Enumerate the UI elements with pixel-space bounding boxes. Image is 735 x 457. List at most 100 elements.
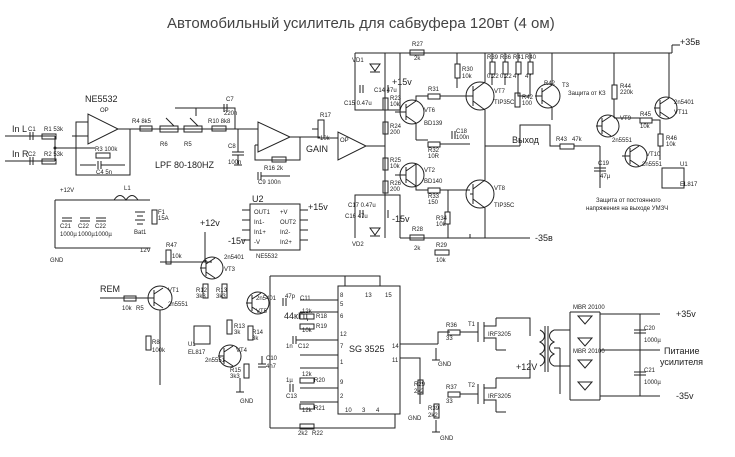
svg-text:C22: C22 bbox=[95, 224, 107, 230]
svg-text:C12: C12 bbox=[298, 344, 310, 350]
svg-text:VT8: VT8 bbox=[494, 186, 506, 192]
rem-label: REM bbox=[100, 284, 120, 294]
u1b-label: U1 bbox=[188, 342, 196, 348]
svg-text:2n5401: 2n5401 bbox=[224, 255, 245, 261]
svg-text:R39: R39 bbox=[428, 406, 440, 412]
svg-text:2k: 2k bbox=[414, 246, 421, 252]
svg-text:47k: 47k bbox=[572, 137, 583, 143]
svg-text:R31: R31 bbox=[428, 87, 440, 93]
u2-label: U2 bbox=[252, 194, 264, 204]
svg-text:R44: R44 bbox=[620, 84, 632, 90]
svg-text:R36: R36 bbox=[500, 55, 512, 61]
svg-text:4n7: 4n7 bbox=[266, 364, 277, 370]
u2-part-label: NE5532 bbox=[256, 254, 278, 260]
svg-text:OP: OP bbox=[340, 138, 349, 144]
schematic-title: Автомобильный усилитель для сабвуфера 12… bbox=[167, 15, 555, 32]
svg-text:12k: 12k bbox=[302, 408, 313, 414]
svg-text:C21: C21 bbox=[60, 224, 72, 230]
svg-text:R25: R25 bbox=[390, 158, 402, 164]
svg-text:VT9: VT9 bbox=[620, 116, 632, 122]
svg-text:R46: R46 bbox=[666, 136, 678, 142]
svg-text:T2: T2 bbox=[468, 383, 476, 389]
svg-text:VT2: VT2 bbox=[424, 168, 436, 174]
svg-text:33: 33 bbox=[446, 399, 453, 405]
svg-text:VT4: VT4 bbox=[236, 348, 248, 354]
svg-text:220k: 220k bbox=[620, 90, 634, 96]
input-right-label: In R bbox=[12, 149, 29, 159]
svg-text:2: 2 bbox=[340, 394, 344, 400]
svg-text:R1 53k: R1 53k bbox=[44, 127, 64, 133]
svg-text:C7: C7 bbox=[226, 97, 234, 103]
svg-text:VT7: VT7 bbox=[494, 89, 506, 95]
plus35v-rail-label: +35в bbox=[680, 37, 700, 47]
svg-text:4: 4 bbox=[376, 408, 380, 414]
svg-text:6: 6 bbox=[340, 314, 344, 320]
svg-text:10k: 10k bbox=[640, 124, 651, 130]
svg-text:R18: R18 bbox=[316, 314, 328, 320]
svg-text:100k: 100k bbox=[152, 348, 166, 354]
sg3525-label: SG 3525 bbox=[349, 344, 385, 354]
svg-text:VT10: VT10 bbox=[646, 152, 661, 158]
svg-text:R32: R32 bbox=[428, 148, 440, 154]
svg-text:BD140: BD140 bbox=[424, 179, 443, 185]
svg-text:10k: 10k bbox=[436, 222, 447, 228]
svg-text:47: 47 bbox=[525, 74, 532, 80]
svg-text:R21: R21 bbox=[314, 406, 326, 412]
svg-text:R22: R22 bbox=[312, 431, 324, 437]
svg-text:10k: 10k bbox=[302, 328, 313, 334]
dc-protection-label-2: напряжения на выходе УМЗЧ bbox=[586, 206, 668, 212]
svg-text:GND: GND bbox=[438, 362, 452, 368]
svg-text:3k: 3k bbox=[234, 330, 241, 336]
svg-text:R45: R45 bbox=[640, 112, 652, 118]
power-supply-label: Питание bbox=[664, 346, 700, 356]
svg-text:220n: 220n bbox=[224, 111, 237, 117]
u2-minus15v-label: -15v bbox=[228, 236, 246, 246]
svg-text:200: 200 bbox=[390, 130, 401, 136]
svg-text:10: 10 bbox=[345, 408, 352, 414]
output-label: Выход bbox=[512, 135, 540, 145]
battery-label: Bat1 bbox=[134, 230, 147, 236]
svg-text:R33: R33 bbox=[428, 194, 440, 200]
svg-text:R42: R42 bbox=[544, 81, 556, 87]
plus12v-transformer-label: +12V bbox=[516, 362, 537, 372]
svg-text:C22: C22 bbox=[78, 224, 90, 230]
svg-text:VT3: VT3 bbox=[224, 267, 236, 273]
svg-text:C11: C11 bbox=[300, 296, 311, 302]
svg-text:1µ: 1µ bbox=[286, 378, 293, 384]
svg-text:T3: T3 bbox=[562, 83, 570, 89]
svg-text:-V: -V bbox=[254, 240, 260, 246]
svg-text:C8: C8 bbox=[228, 144, 236, 150]
svg-text:In2-: In2- bbox=[280, 230, 290, 236]
svg-text:10k: 10k bbox=[320, 136, 331, 142]
svg-text:2n5401: 2n5401 bbox=[674, 100, 695, 106]
svg-text:R39: R39 bbox=[487, 55, 499, 61]
svg-text:VT6: VT6 bbox=[424, 108, 436, 114]
svg-text:33: 33 bbox=[446, 336, 453, 342]
lpf-label: LPF 80-180HZ bbox=[155, 160, 215, 170]
svg-text:In1-: In1- bbox=[254, 220, 264, 226]
plus35v-output-label: +35v bbox=[676, 309, 696, 319]
svg-text:7: 7 bbox=[340, 344, 344, 350]
svg-text:R13: R13 bbox=[234, 324, 246, 330]
ne5532-label: NE5532 bbox=[85, 94, 118, 104]
svg-text:10R: 10R bbox=[428, 154, 440, 160]
svg-text:C10: C10 bbox=[266, 356, 278, 362]
gnd-label-2: GND bbox=[240, 399, 254, 405]
svg-text:R23: R23 bbox=[390, 96, 402, 102]
svg-text:R34: R34 bbox=[436, 216, 448, 222]
svg-text:13: 13 bbox=[365, 293, 372, 299]
minus35v-rail-label: -35в bbox=[535, 233, 553, 243]
svg-text:C1: C1 bbox=[28, 127, 36, 133]
svg-text:12k: 12k bbox=[302, 372, 313, 378]
svg-text:R15: R15 bbox=[230, 368, 242, 374]
svg-text:R14: R14 bbox=[252, 330, 264, 336]
mbr-label-2: MBR 20100 bbox=[573, 349, 605, 355]
svg-text:T1: T1 bbox=[468, 322, 476, 328]
svg-text:10k: 10k bbox=[390, 164, 401, 170]
svg-text:C13: C13 bbox=[286, 394, 298, 400]
svg-text:VD1: VD1 bbox=[352, 58, 364, 64]
svg-text:R2 53k: R2 53k bbox=[44, 152, 64, 158]
svg-text:C9 100n: C9 100n bbox=[258, 180, 281, 186]
svg-text:15A: 15A bbox=[158, 216, 169, 222]
